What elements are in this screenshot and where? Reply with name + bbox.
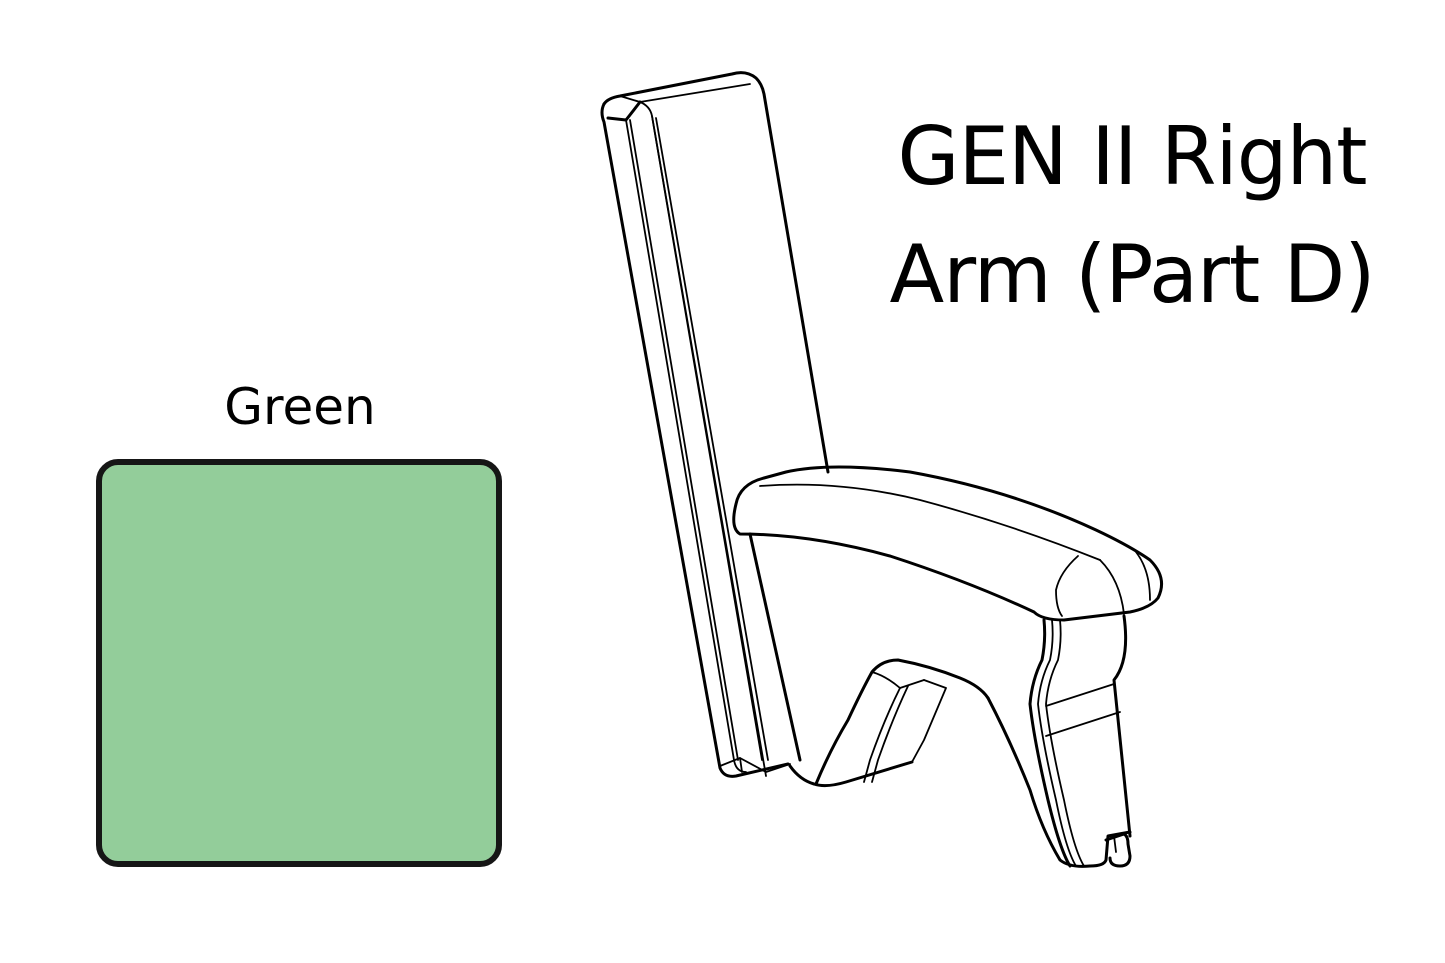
armrest-part-icon (600, 71, 1164, 868)
color-swatch-label: Green (224, 378, 376, 436)
part-title: GEN II Right Arm (Part D) (862, 98, 1402, 334)
part-title-line-2: Arm (Part D) (889, 228, 1376, 321)
part-title-line-1: GEN II Right (897, 110, 1367, 203)
color-swatch (96, 459, 502, 867)
